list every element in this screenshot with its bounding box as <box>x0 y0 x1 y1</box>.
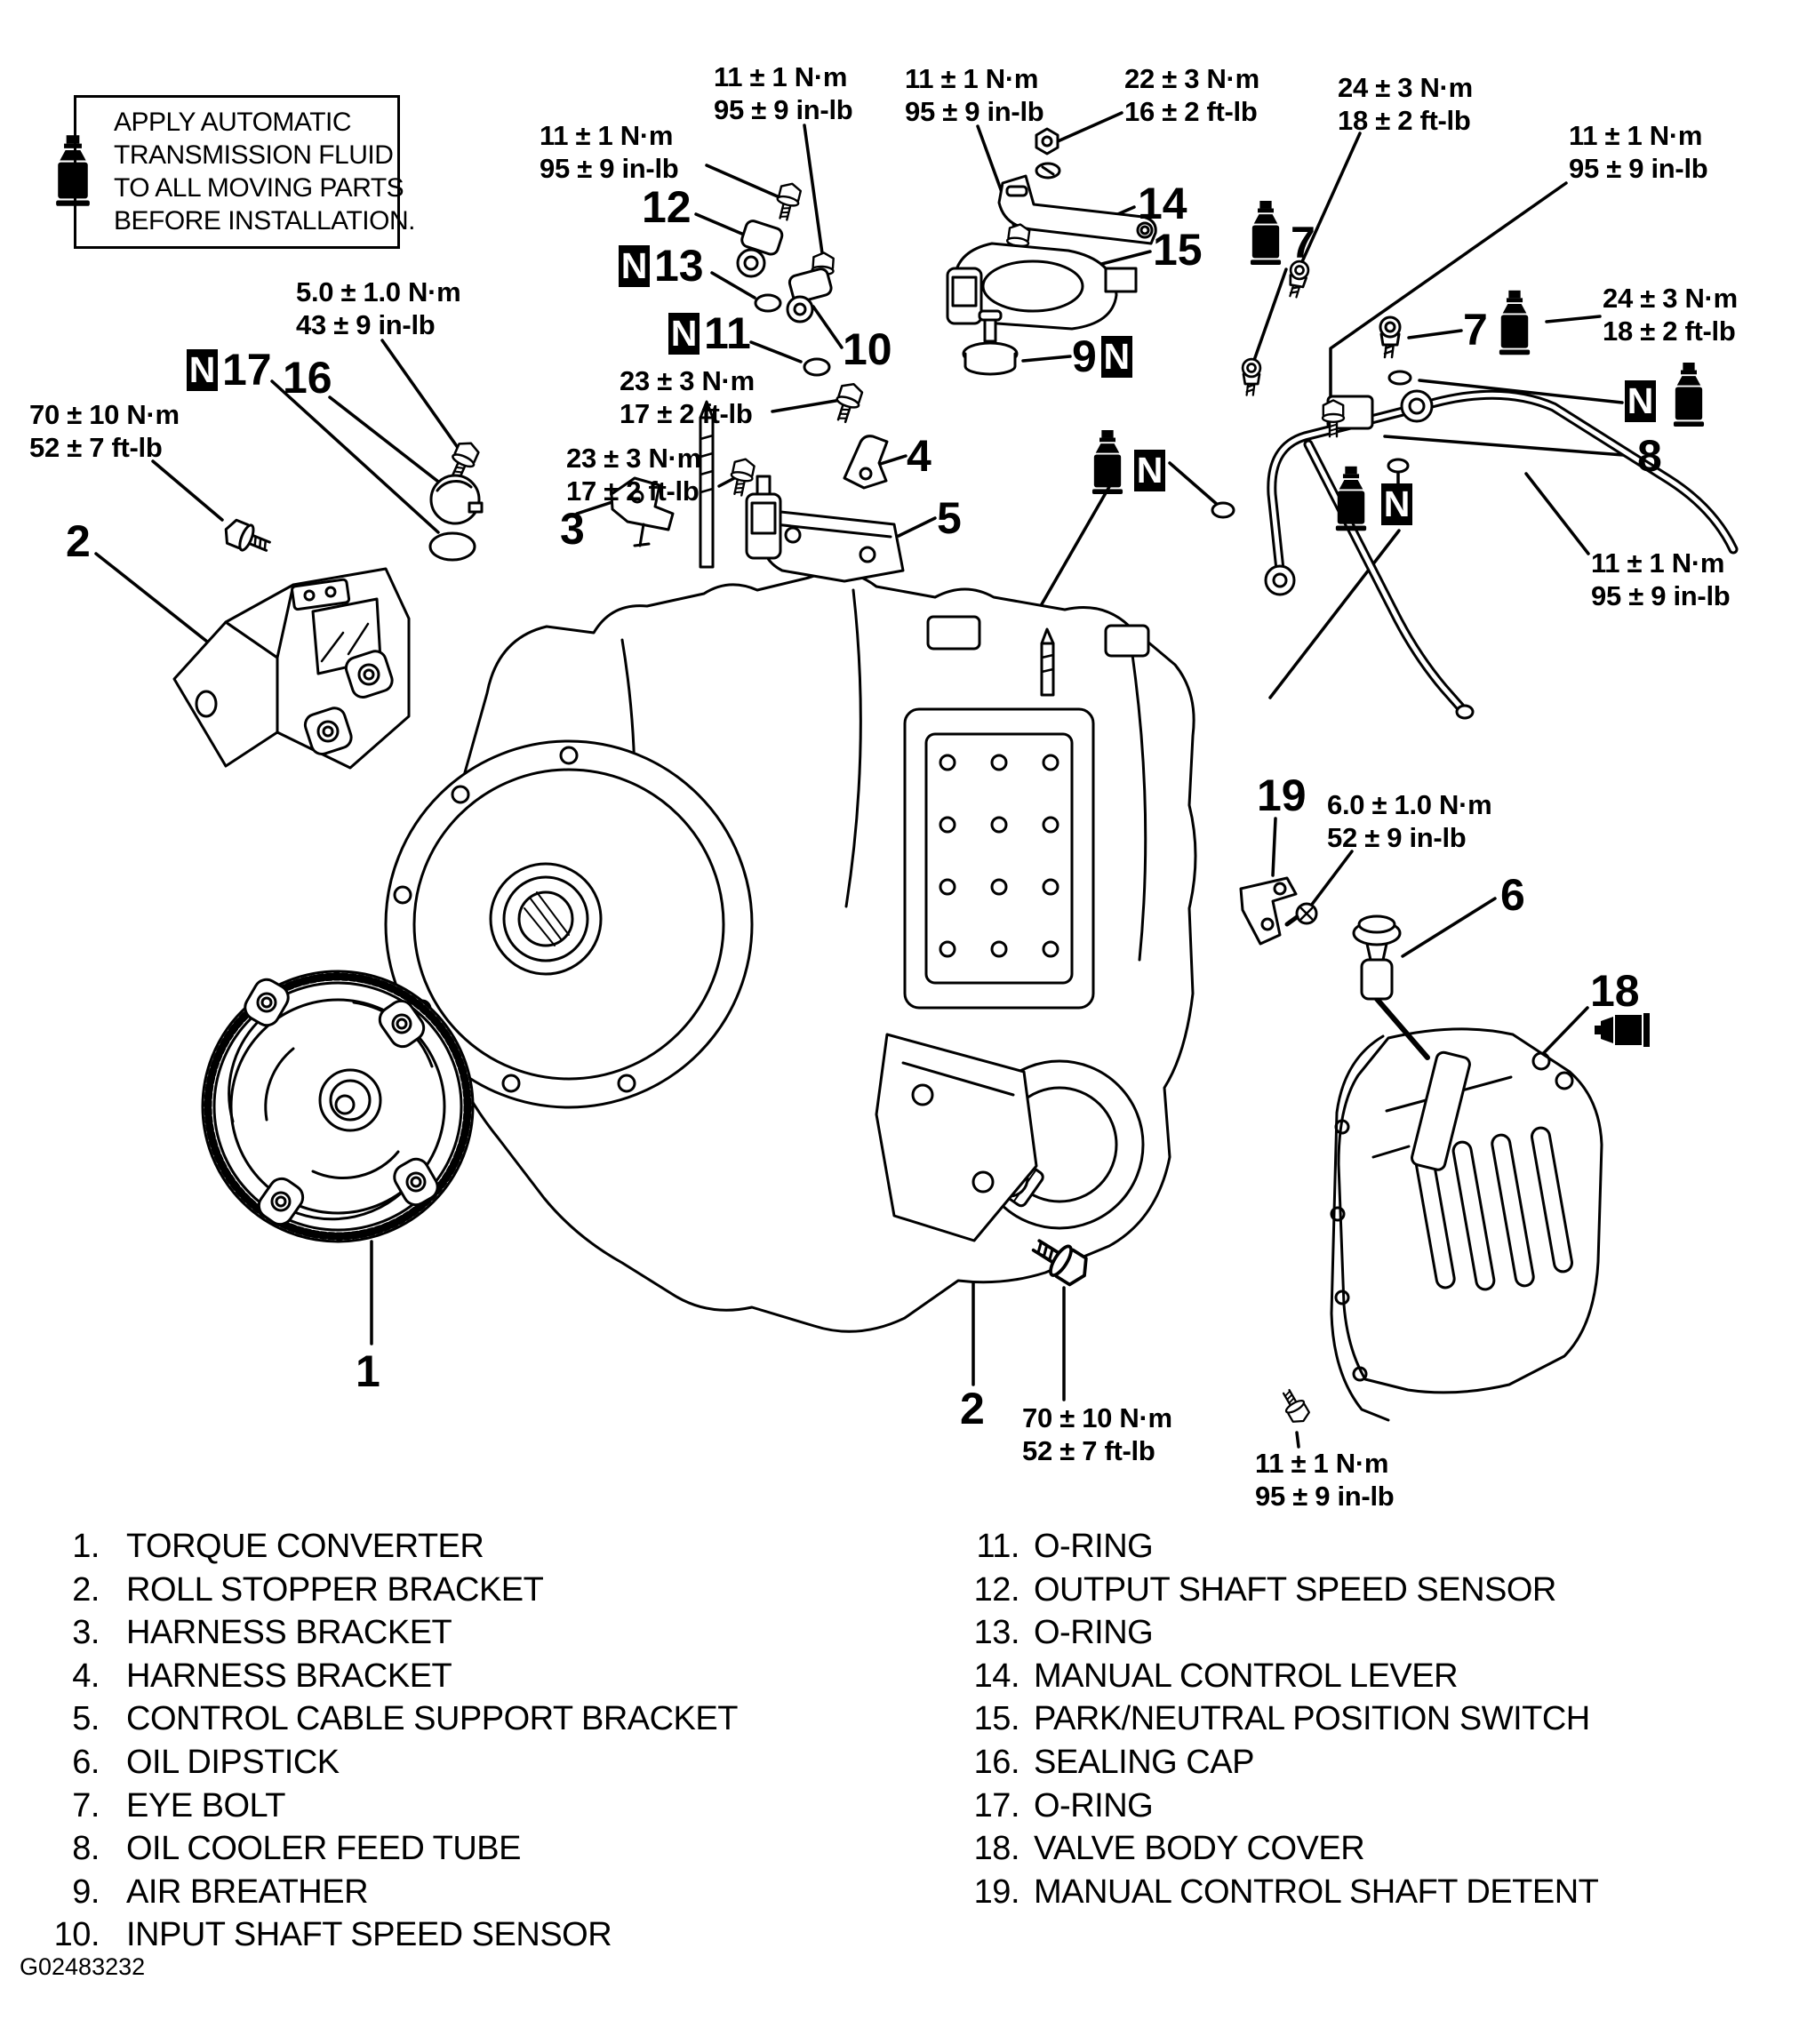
atf-bottle-icon <box>1671 363 1707 427</box>
callout-1: 1 <box>356 1346 380 1396</box>
note-text-line: TO ALL MOVING PARTS <box>114 173 404 203</box>
part-row: 13.O-RING <box>973 1614 1154 1652</box>
callout-2: 2 <box>66 516 91 566</box>
transmission-case-drawing <box>384 400 1197 1333</box>
speed-sensors-drawing <box>736 180 836 377</box>
callout-10: 10 <box>843 324 892 374</box>
part-row: 15.PARK/NEUTRAL POSITION SWITCH <box>973 1700 1591 1738</box>
part-row: 16.SEALING CAP <box>973 1743 1255 1781</box>
part-row: 8.OIL COOLER FEED TUBE <box>72 1830 521 1868</box>
part-row: 4.HARNESS BRACKET <box>72 1657 452 1695</box>
part-row: 11.O-RING <box>976 1528 1154 1565</box>
parts-list-left: 1.TORQUE CONVERTER 2.ROLL STOPPER BRACKE… <box>36 1525 739 1957</box>
part-row: 6.OIL DIPSTICK <box>72 1743 340 1781</box>
callout-4: 4 <box>907 431 931 481</box>
callout-2b: 2 <box>960 1384 985 1433</box>
note-text-line: TRANSMISSION FLUID <box>114 140 394 170</box>
note-text-line: APPLY AUTOMATIC <box>114 108 352 137</box>
atf-bottle-icon <box>1497 290 1532 355</box>
new-part-icon: N <box>1381 483 1412 525</box>
callout-19: 19 <box>1257 770 1307 820</box>
parts-list-right: 11.O-RING 12.OUTPUT SHAFT SPEED SENSOR 1… <box>955 1525 1599 1913</box>
new-part-icon: N <box>619 244 650 287</box>
roll-stopper-bracket-drawing <box>172 515 411 770</box>
atf-bottle-icon <box>1333 466 1369 531</box>
callout-16: 16 <box>283 353 332 403</box>
note-box: APPLY AUTOMATIC TRANSMISSION FLUID TO AL… <box>74 95 415 249</box>
new-part-icon: N <box>668 312 700 355</box>
callout-7b: 7 <box>1463 305 1488 355</box>
part-row: 5.CONTROL CABLE SUPPORT BRACKET <box>72 1700 738 1738</box>
callout-7: 7 <box>1291 218 1315 267</box>
oil-cooler-tube-drawing <box>1211 259 1739 720</box>
callout-3: 3 <box>560 504 585 554</box>
part-row: 18.VALVE BODY COVER <box>973 1830 1365 1868</box>
figure-id: G02483232 <box>20 1953 146 1980</box>
air-breather-drawing <box>962 309 1019 376</box>
part-row: 14.MANUAL CONTROL LEVER <box>973 1657 1459 1695</box>
note-text-line: BEFORE INSTALLATION. <box>114 206 415 236</box>
atf-bottle-icon <box>53 135 92 206</box>
part-row: 17.O-RING <box>973 1786 1154 1824</box>
part-row: 10.INPUT SHAFT SPEED SENSOR <box>53 1916 612 1954</box>
part-row: 2.ROLL STOPPER BRACKET <box>72 1570 544 1609</box>
callout-5: 5 <box>937 493 962 543</box>
part-row: 7.EYE BOLT <box>72 1786 286 1824</box>
harness-brackets-drawing <box>610 379 905 583</box>
leader-lines <box>94 111 1636 1449</box>
sealant-tube-icon <box>1595 1013 1650 1047</box>
part-row: 9.AIR BREATHER <box>72 1872 369 1911</box>
callout-8: 8 <box>1637 431 1662 481</box>
new-part-icon: N <box>187 348 218 391</box>
callout-12: 12 <box>642 182 692 232</box>
part-row: 3.HARNESS BRACKET <box>72 1614 452 1652</box>
new-part-icon: N <box>1134 450 1165 491</box>
callout-6: 6 <box>1500 870 1525 920</box>
part-row: 12.OUTPUT SHAFT SPEED SENSOR <box>973 1570 1557 1609</box>
atf-bottle-icon <box>1248 201 1283 265</box>
callout-18: 18 <box>1590 966 1640 1016</box>
sealing-cap-drawing <box>428 437 484 562</box>
atf-bottle-icon <box>1090 430 1125 494</box>
new-part-icon: N <box>1100 335 1132 378</box>
part-row: 19.MANUAL CONTROL SHAFT DETENT <box>973 1872 1599 1911</box>
new-part-icon: N <box>1625 380 1656 422</box>
detent-drawing <box>1239 876 1318 946</box>
part-row: 1.TORQUE CONVERTER <box>72 1528 484 1565</box>
manual-lever-switch-drawing <box>946 127 1157 331</box>
torque-converter-drawing <box>201 970 475 1243</box>
valve-body-cover-drawing <box>1276 914 1603 1427</box>
callout-14: 14 <box>1138 179 1187 228</box>
callout-15: 15 <box>1153 225 1203 275</box>
